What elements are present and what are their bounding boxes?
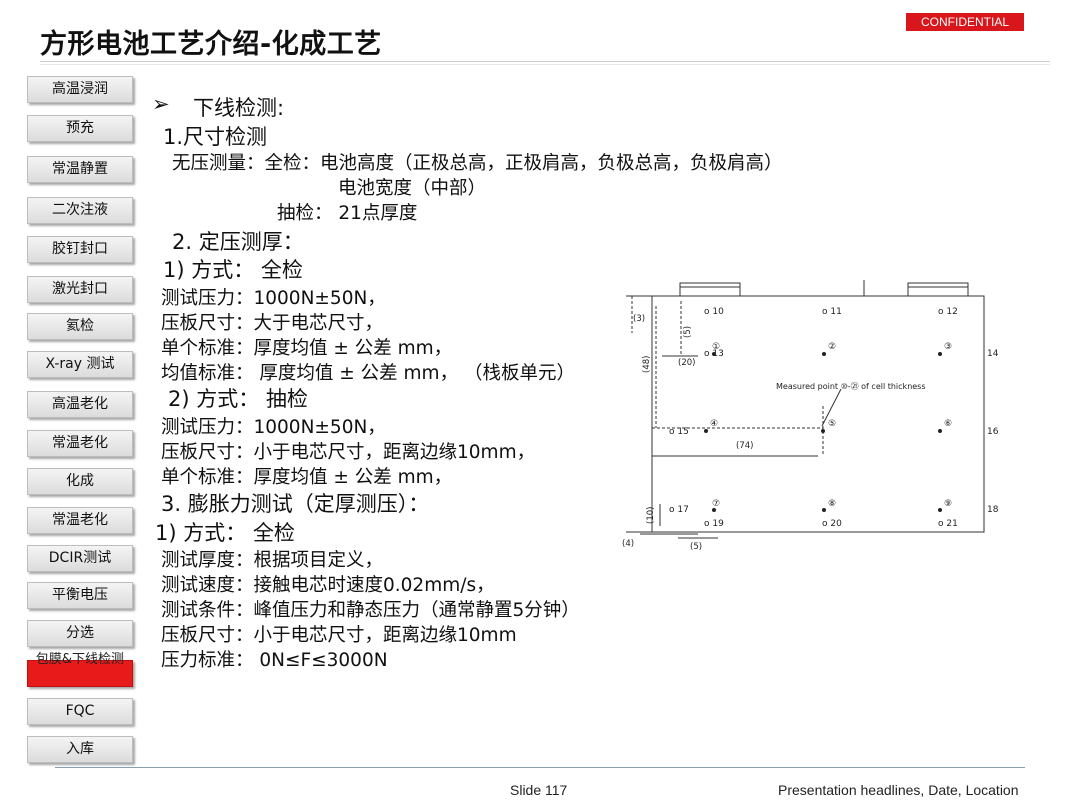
title-divider xyxy=(40,61,1050,62)
point-21: o 21 xyxy=(938,519,958,529)
step-warehousing[interactable]: 入库 xyxy=(27,736,133,763)
dim-74: (74) xyxy=(736,441,753,451)
point-10: o 10 xyxy=(704,307,724,317)
swelling-speed: 测试速度：接触电芯时速度0.02mm/s， xyxy=(161,575,495,596)
dimension-check-title: 1.尺寸检测 xyxy=(163,125,268,149)
circled-3: ③ xyxy=(944,342,952,352)
step-high-temp-aging[interactable]: 高温老化 xyxy=(27,391,133,418)
confidential-badge: CONFIDENTIAL xyxy=(906,13,1024,31)
thickness-measurement-diagram: (3) (5) (48) (20) (74) (10) (4) (5) Meas… xyxy=(622,280,999,552)
page-title: 方形电池工艺介绍-化成工艺 xyxy=(40,29,382,60)
step-dcir-test[interactable]: DCIR测试 xyxy=(27,545,133,572)
method-1-mean: 均值标准： 厚度均值 ± 公差 mm， （栈板单元） xyxy=(161,363,575,384)
footer-info: Presentation headlines, Date, Location xyxy=(778,782,1019,798)
bullet-arrow-icon: ➢ xyxy=(152,92,170,116)
step-rubber-nail-seal[interactable]: 胶钉封口 xyxy=(27,236,133,263)
step-high-temp-soak[interactable]: 高温浸润 xyxy=(27,76,133,103)
step-second-injection[interactable]: 二次注液 xyxy=(27,197,133,224)
point-12: o 12 xyxy=(938,307,958,317)
title-divider-shadow xyxy=(40,64,1050,65)
point-17: o 17 xyxy=(669,505,689,515)
circled-5: ⑤ xyxy=(828,419,836,429)
step-xray-test[interactable]: X-ray 测试 xyxy=(27,351,133,378)
point-18: 18 xyxy=(987,505,999,515)
step-room-temp-aging-2[interactable]: 常温老化 xyxy=(27,507,133,534)
footer-divider xyxy=(55,767,1025,768)
method-2-single: 单个标准：厚度均值 ± 公差 mm， xyxy=(161,467,453,488)
step-sorting[interactable]: 分选 xyxy=(27,620,133,647)
circled-1: ① xyxy=(712,342,720,352)
point-14: 14 xyxy=(987,349,999,359)
swelling-condition: 测试条件：峰值压力和静态压力（通常静置5分钟） xyxy=(161,600,580,621)
dim-5: (5) xyxy=(683,326,693,338)
method-2-pressure: 测试压力：1000N±50N， xyxy=(161,417,386,438)
measured-point-note: Measured point ⑩-㉑ of cell thickness xyxy=(776,382,926,391)
dim-20: (20) xyxy=(678,358,695,368)
method-1-plate: 压板尺寸：大于电芯尺寸， xyxy=(161,313,384,334)
step-helium-check[interactable]: 氦检 xyxy=(27,313,133,340)
pressure-thickness-title: 2. 定压测厚： xyxy=(172,230,304,254)
circled-4: ④ xyxy=(710,419,718,429)
step-fqc[interactable]: FQC xyxy=(27,698,133,725)
step-formation[interactable]: 化成 xyxy=(27,468,133,495)
method-2-plate: 压板尺寸：小于电芯尺寸，距离边缘10mm， xyxy=(161,442,536,463)
step-laser-seal[interactable]: 激光封口 xyxy=(27,276,133,303)
point-19: o 19 xyxy=(704,519,724,529)
dimension-line-1: 无压测量：全检：电池高度（正极总高，正极肩高，负极总高，负极肩高） xyxy=(172,153,783,174)
method-2: 2) 方式： 抽检 xyxy=(168,387,308,411)
circled-6: ⑥ xyxy=(944,419,952,429)
dim-48: (48) xyxy=(642,356,652,373)
swelling-method: 1) 方式： 全检 xyxy=(155,521,295,545)
dim-4: (4) xyxy=(622,539,634,549)
point-20: o 20 xyxy=(822,519,842,529)
step-room-temp-rest[interactable]: 常温静置 xyxy=(27,156,133,183)
circled-2: ② xyxy=(828,342,836,352)
dim-5-bottom: (5) xyxy=(690,542,702,552)
circled-8: ⑧ xyxy=(828,499,836,509)
step-precharge[interactable]: 预充 xyxy=(27,115,133,142)
swelling-standard: 压力标准： 0N≤F≤3000N xyxy=(161,650,388,671)
circled-7: ⑦ xyxy=(712,499,720,509)
slide-number: Slide 117 xyxy=(510,782,568,798)
point-11: o 11 xyxy=(822,307,842,317)
point-16: 16 xyxy=(987,427,999,437)
step-room-temp-aging[interactable]: 常温老化 xyxy=(27,430,133,457)
dim-3: (3) xyxy=(633,314,645,324)
method-1: 1) 方式： 全检 xyxy=(163,258,303,282)
swelling-force-title: 3. 膨胀力测试（定厚测压）： xyxy=(161,492,430,516)
dim-10: (10) xyxy=(646,507,656,524)
swelling-plate: 压板尺寸：小于电芯尺寸，距离边缘10mm xyxy=(161,625,517,646)
section-heading: 下线检测: xyxy=(193,96,285,120)
step-wrap-offline-inspection[interactable]: 包膜&下线检测 xyxy=(27,653,133,687)
method-1-single: 单个标准：厚度均值 ± 公差 mm， xyxy=(161,338,453,359)
swelling-thickness: 测试厚度：根据项目定义， xyxy=(161,550,384,571)
method-1-pressure: 测试压力：1000N±50N， xyxy=(161,288,386,309)
step-balance-voltage[interactable]: 平衡电压 xyxy=(27,582,133,609)
circled-9: ⑨ xyxy=(944,499,952,509)
dimension-line-2: 电池宽度（中部） xyxy=(338,178,487,199)
dimension-line-3: 抽检： 21点厚度 xyxy=(277,203,418,224)
point-15: o 15 xyxy=(669,427,689,437)
